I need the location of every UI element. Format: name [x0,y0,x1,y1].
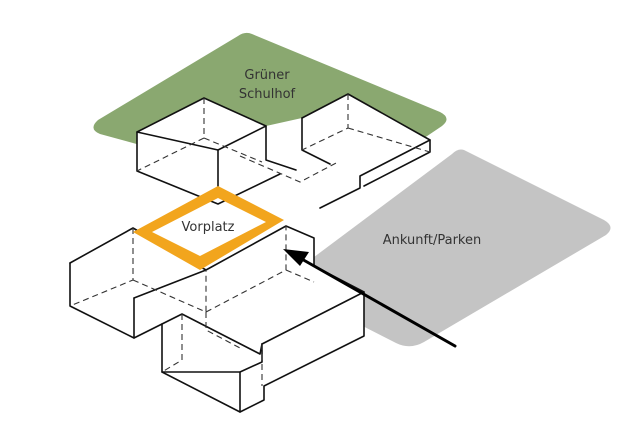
arrow-head-icon [283,249,309,266]
green-zone-label-line1: Grüner [244,68,290,83]
lower-building-block [69,225,365,413]
upper-building-block [136,93,431,216]
gray-zone-label: Ankunft/Parken [383,233,481,248]
green-zone-label-line2: Schulhof [239,87,296,102]
vorplatz-label: Vorplatz [182,220,235,235]
vorplatz-frame [133,186,284,270]
arrival-arrow [283,249,457,348]
